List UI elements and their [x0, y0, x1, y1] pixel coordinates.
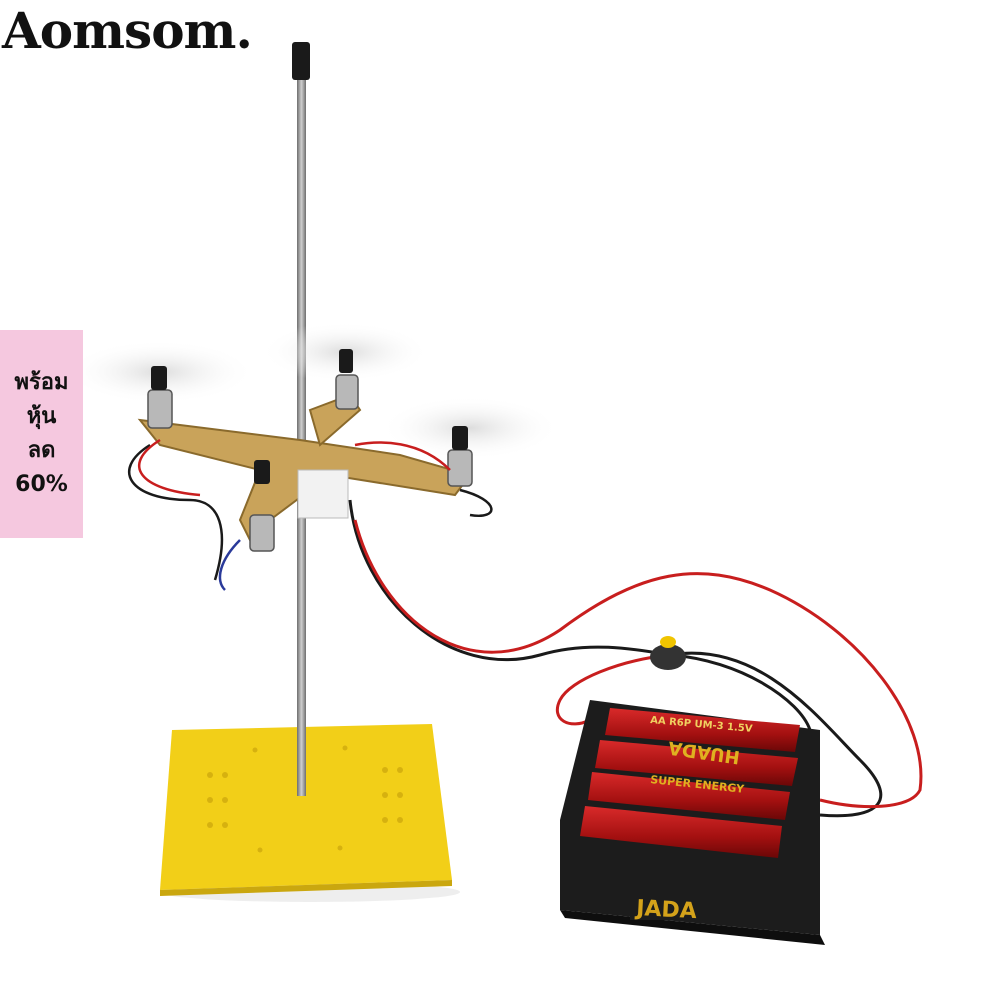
rod-cap [292, 42, 310, 80]
battery-cells [580, 708, 800, 858]
power-switch [650, 636, 686, 670]
promo-line-3: ลด [27, 438, 56, 463]
propeller-blurs [65, 322, 560, 460]
yellow-base-plate [160, 724, 452, 896]
promo-badge: พร้อม หุ้น ลด 60% [0, 330, 83, 538]
promo-line-4: 60% [15, 472, 68, 498]
promo-line-1: พร้อม [14, 369, 69, 395]
motor-caps [151, 349, 468, 484]
battery-holder [560, 700, 825, 945]
brand-logo: Aomsom. [2, 1, 253, 60]
support-rod [297, 78, 306, 796]
promo-line-2: หุ้น [26, 403, 57, 429]
holder-side-text: JADA [634, 896, 698, 924]
drone-wires [128, 438, 493, 591]
motors [147, 374, 473, 552]
drone-frame [137, 393, 472, 542]
